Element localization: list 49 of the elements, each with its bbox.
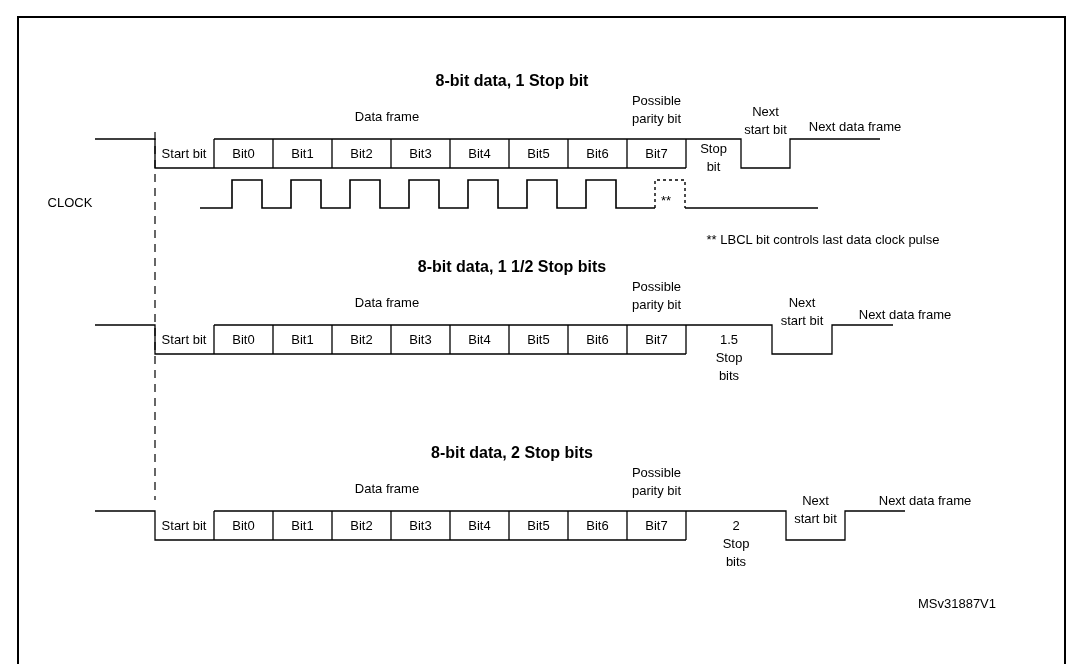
next-frame-label: Next data frame <box>878 492 972 510</box>
bit-label: Bit3 <box>409 517 432 535</box>
parity-label: Possible parity bit <box>630 92 683 128</box>
bit-label: Bit4 <box>468 331 491 349</box>
bit-label: Bit1 <box>291 145 314 163</box>
parity-label: Possible parity bit <box>630 464 683 500</box>
frame-label: Data frame <box>354 480 420 498</box>
stop-label: 2 Stop bits <box>721 517 751 571</box>
bit-label: Bit2 <box>350 331 373 349</box>
stop-label: Stop bit <box>699 140 728 176</box>
bit-label: Bit2 <box>350 517 373 535</box>
chart-heading: 8-bit data, 1 1/2 Stop bits <box>417 258 607 276</box>
bit-label: Start bit <box>161 517 207 535</box>
next-start-label: Next start bit <box>743 103 788 139</box>
bit-label: Bit4 <box>468 517 491 535</box>
footnote-mark: ** <box>660 192 672 210</box>
bit-label: Start bit <box>161 331 207 349</box>
bit-label: Bit6 <box>586 517 609 535</box>
bit-label: Bit5 <box>527 331 550 349</box>
footnote: ** LBCL bit controls last data clock pulse <box>706 231 940 249</box>
next-frame-label: Next data frame <box>858 306 952 324</box>
bit-label: Bit7 <box>645 145 668 163</box>
bit-label: Bit7 <box>645 331 668 349</box>
next-start-label: Next start bit <box>780 294 824 330</box>
chart-heading: 8-bit data, 1 Stop bit <box>435 72 589 90</box>
bit-label: Bit6 <box>586 331 609 349</box>
frame-label: Data frame <box>354 108 420 126</box>
bit-label: Bit2 <box>350 145 373 163</box>
bit-label: Bit0 <box>232 331 255 349</box>
bit-label: Bit0 <box>232 145 255 163</box>
document-id: MSv31887V1 <box>917 595 997 613</box>
bit-label: Bit1 <box>291 517 314 535</box>
bit-label: Bit7 <box>645 517 668 535</box>
bit-label: Bit1 <box>291 331 314 349</box>
bit-label: Bit0 <box>232 517 255 535</box>
bit-label: Bit5 <box>527 517 550 535</box>
bit-label: Bit3 <box>409 331 432 349</box>
bit-label: Bit5 <box>527 145 550 163</box>
bit-label: Bit6 <box>586 145 609 163</box>
next-start-label: Next start bit <box>793 492 838 528</box>
bit-label: Bit3 <box>409 145 432 163</box>
next-frame-label: Next data frame <box>808 118 902 136</box>
bit-label: Start bit <box>161 145 207 163</box>
frame-label: Data frame <box>354 294 420 312</box>
chart-heading: 8-bit data, 2 Stop bits <box>431 444 593 462</box>
signal-label: CLOCK <box>47 194 93 212</box>
bit-label: Bit4 <box>468 145 491 163</box>
stop-label: 1.5 Stop bits <box>714 331 744 385</box>
parity-label: Possible parity bit <box>630 278 683 314</box>
